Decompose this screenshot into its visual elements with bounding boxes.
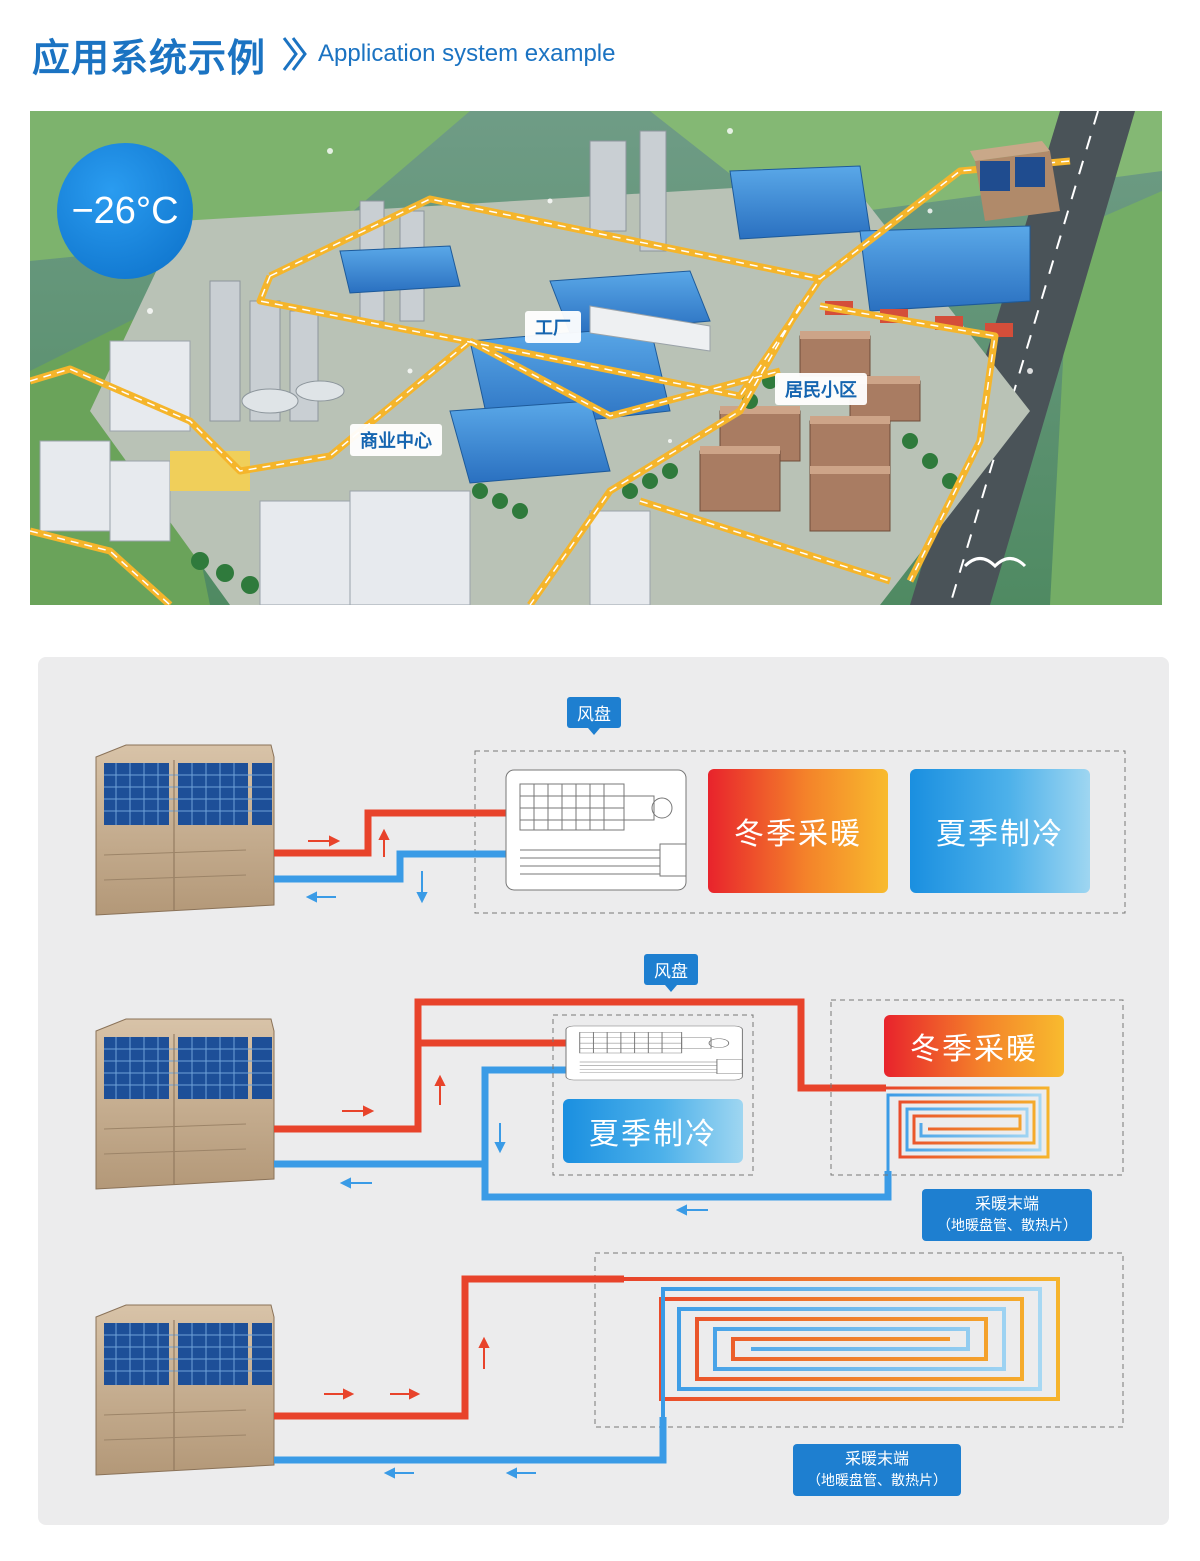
residential-label: 居民小区 [775,373,867,405]
commercial-center-label: 商业中心 [350,424,442,456]
winter-heating-mode-1: 冬季采暖 [708,769,888,893]
system1-enclosure [474,750,1126,914]
city-scene-illustration: −26°C 工厂 居民小区 商业中心 [30,111,1162,605]
system3-enclosure [594,1252,1124,1428]
heating-terminal-tag-2: 采暖末端 （地暖盘管、散热片） [922,1189,1092,1241]
summer-cooling-mode-1: 夏季制冷 [910,769,1090,893]
fan-coil-tag-2: 风盘 [644,954,698,992]
heating-terminal-title-2: 采暖末端 [974,1194,1039,1213]
fan-coil-1 [505,769,687,891]
double-chevron-icon [282,37,307,71]
page-header: 应用系统示例 Application system example [32,28,615,80]
page-title: 应用系统示例 [32,35,267,80]
city-scene-graphic [30,111,1162,605]
heat-pump-unit-2 [95,1018,275,1190]
heating-terminal-detail-3: （地暖盘管、散热片） [807,1473,947,1489]
piping-diagram [95,744,1126,1479]
heat-pump-unit-3 [95,1304,275,1476]
system-diagram-panel: 风盘 冬季采暖 夏季制冷 风盘 夏季制冷 冬季采暖 采暖末端 （地暖盘管、散热片… [38,657,1169,1525]
heat-pump-unit-1 [95,744,275,916]
heating-terminal-tag-3: 采暖末端 （地暖盘管、散热片） [793,1444,961,1496]
system2-fancoil-enclosure [552,1014,754,1176]
fan-coil-2 [565,1025,743,1081]
heat-pump-unit-icon [970,141,1060,221]
summer-cooling-mode-2: 夏季制冷 [563,1099,743,1163]
fan-coil-tag-1: 风盘 [567,697,621,735]
winter-heating-mode-2: 冬季采暖 [884,1015,1064,1077]
heating-terminal-detail-2: （地暖盘管、散热片） [937,1218,1077,1234]
temperature-badge: −26°C [57,143,193,279]
system2-heating-enclosure [830,999,1124,1176]
heating-terminal-title-3: 采暖末端 [844,1449,909,1468]
factory-label: 工厂 [525,311,581,343]
page-subtitle: Application system example [318,40,616,67]
